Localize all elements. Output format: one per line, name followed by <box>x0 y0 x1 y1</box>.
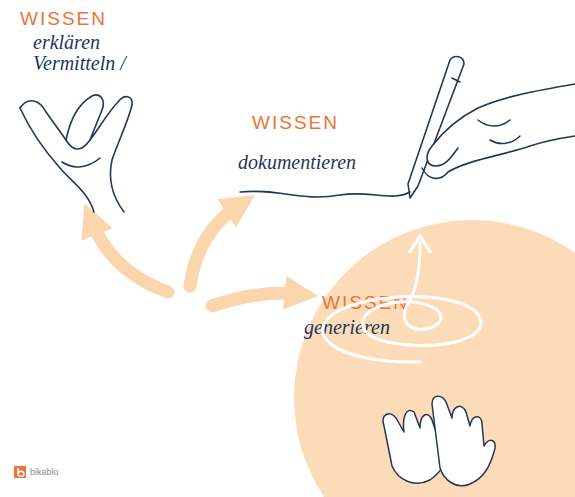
open-hand <box>66 140 90 149</box>
section-heading: WISSEN <box>322 292 409 314</box>
circle-shape <box>294 220 575 497</box>
section-heading: WISSEN <box>252 112 339 134</box>
pen <box>452 78 460 82</box>
open-hand <box>62 158 100 167</box>
handwritten-note: erklären Vermitteln / <box>33 32 148 74</box>
writing-hand <box>478 120 510 126</box>
open-hand <box>20 95 132 212</box>
logo-mark <box>14 466 26 478</box>
logo-mark <box>18 468 24 476</box>
circle-area: WISSEN generieren <box>294 220 575 497</box>
handwritten-note: dokumentieren <box>238 152 356 173</box>
writing-hand <box>490 136 520 143</box>
writing-hand <box>422 136 575 178</box>
circle-shape <box>294 220 575 497</box>
flow-arrow <box>190 206 238 286</box>
handwritten-note: generieren <box>304 317 390 338</box>
spiral <box>323 242 481 362</box>
spiral <box>410 236 430 252</box>
pen <box>408 57 464 198</box>
writing-hand <box>427 84 575 166</box>
flow-arrow <box>92 222 168 292</box>
writing-line <box>240 191 410 197</box>
open-hand <box>20 108 94 212</box>
logo-text: bikablo <box>30 467 59 477</box>
hand <box>383 410 452 483</box>
hand <box>432 396 495 486</box>
section-heading: WISSEN <box>20 8 107 30</box>
flow-arrow <box>212 293 298 306</box>
